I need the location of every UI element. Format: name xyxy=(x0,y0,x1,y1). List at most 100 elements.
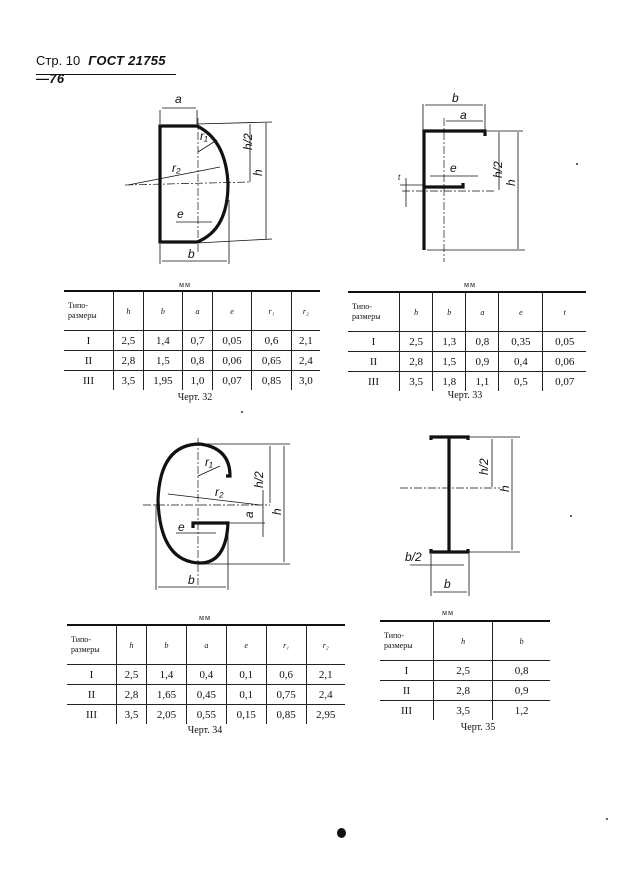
drawing-32: a h/2 h r₁ r₂ e b xyxy=(124,92,273,264)
unit-33: мм xyxy=(463,280,477,289)
dim-e-32: e xyxy=(177,207,184,221)
value-cell: 0,9 xyxy=(465,351,499,372)
dim-e-33: e xyxy=(450,161,457,175)
value-cell: 2,5 xyxy=(113,330,144,351)
value-cell: 2,5 xyxy=(115,664,147,685)
table-34-header: Типо-размеры h b a e r₁ r₂ xyxy=(67,625,345,665)
value-cell: 2,8 xyxy=(398,351,433,372)
dim-h-32: h xyxy=(251,169,265,176)
dim-a-34: a xyxy=(242,511,256,518)
value-cell: 0,85 xyxy=(265,704,307,724)
col-header: b xyxy=(142,291,183,331)
row-type-cell: I xyxy=(64,330,114,351)
dim-h2-33: h/2 xyxy=(491,161,505,178)
page-number: Стр. 10 xyxy=(36,53,81,68)
value-cell: 0,8 xyxy=(465,331,499,352)
row-type-cell: II xyxy=(67,684,117,705)
caption-34: Черт. 34 xyxy=(187,725,223,736)
profile-32 xyxy=(158,124,230,244)
col-header: h xyxy=(398,292,433,332)
value-cell: 2,8 xyxy=(115,684,147,705)
value-cell: 1,2 xyxy=(492,700,550,720)
row-type-cell: II xyxy=(380,680,434,701)
value-cell: 2,1 xyxy=(290,330,320,351)
col-header: h xyxy=(115,625,147,665)
caption-32: Черт. 32 xyxy=(177,392,213,403)
unit-35: мм xyxy=(441,608,455,617)
dim-r1-34: r₁ xyxy=(205,455,213,469)
dim-b-34: b xyxy=(188,573,195,587)
unit-34: мм xyxy=(198,613,212,622)
dim-h-33: h xyxy=(504,179,518,186)
value-cell: 1,5 xyxy=(142,350,183,371)
value-cell: 2,5 xyxy=(432,660,493,681)
row-type-cell: I xyxy=(348,331,400,352)
col-header: Типо-размеры xyxy=(384,631,413,650)
col-header: r₁ xyxy=(251,291,292,331)
value-cell: 0,05 xyxy=(211,330,252,351)
value-cell: 0,06 xyxy=(542,351,586,372)
value-cell: 0,35 xyxy=(498,331,543,352)
value-cell: 0,85 xyxy=(251,370,292,390)
dim-b-35: b xyxy=(444,577,451,591)
value-cell: 2,1 xyxy=(305,664,345,685)
value-cell: 2,95 xyxy=(305,704,345,724)
dim-h2-34: h/2 xyxy=(252,471,266,488)
dim-r2-32: r₂ xyxy=(172,161,181,175)
col-header: r₁ xyxy=(265,625,307,665)
value-cell: 2,8 xyxy=(113,350,144,371)
value-cell: 0,8 xyxy=(492,660,550,681)
value-cell: 3,0 xyxy=(290,370,320,390)
dim-e-34: e xyxy=(178,520,185,534)
value-cell: 2,4 xyxy=(305,684,345,705)
row-type-cell: II xyxy=(348,351,400,372)
dim-b-32: b xyxy=(188,247,195,261)
value-cell: 2,4 xyxy=(290,350,320,371)
col-header: h xyxy=(432,621,493,661)
dim-r2-34: r₂ xyxy=(215,485,224,499)
value-cell: 1,4 xyxy=(142,330,183,351)
value-cell: 0,9 xyxy=(492,680,550,701)
value-cell: 0,15 xyxy=(225,704,267,724)
col-header: Типо-размеры xyxy=(71,635,100,654)
value-cell: 0,1 xyxy=(225,684,267,705)
col-header: h xyxy=(113,291,144,331)
dim-h2-35: h/2 xyxy=(477,458,491,475)
dim-h-34: h xyxy=(270,508,284,515)
col-header: Типо-размеры xyxy=(352,302,381,321)
col-header: Типо-размеры xyxy=(68,301,97,320)
table-32-header: Типо-размеры h b a e r₁ r₂ xyxy=(64,291,320,331)
dim-r1-32: r₁ xyxy=(200,129,208,143)
value-cell: 0,5 xyxy=(498,371,543,391)
value-cell: 1,4 xyxy=(146,664,187,685)
drawing-35: h/2 h b/2 b xyxy=(400,435,520,596)
value-cell: 1,3 xyxy=(432,331,466,352)
scan-speck xyxy=(606,818,608,820)
value-cell: 0,55 xyxy=(185,704,227,724)
value-cell: 2,05 xyxy=(146,704,187,724)
value-cell: 0,65 xyxy=(251,350,292,371)
row-type-cell: III xyxy=(368,375,379,388)
row-type-cell: III xyxy=(401,704,412,717)
value-cell: 0,45 xyxy=(185,684,227,705)
value-cell: 0,05 xyxy=(542,331,586,352)
col-header: e xyxy=(498,292,543,332)
profile-34 xyxy=(156,442,232,565)
scan-speck xyxy=(576,163,578,165)
value-cell: 1,95 xyxy=(142,370,183,390)
scan-dot xyxy=(337,828,346,838)
col-header: t xyxy=(542,292,586,332)
col-header: b xyxy=(492,621,550,661)
scan-speck xyxy=(241,411,243,413)
dim-b-33: b xyxy=(452,91,459,105)
